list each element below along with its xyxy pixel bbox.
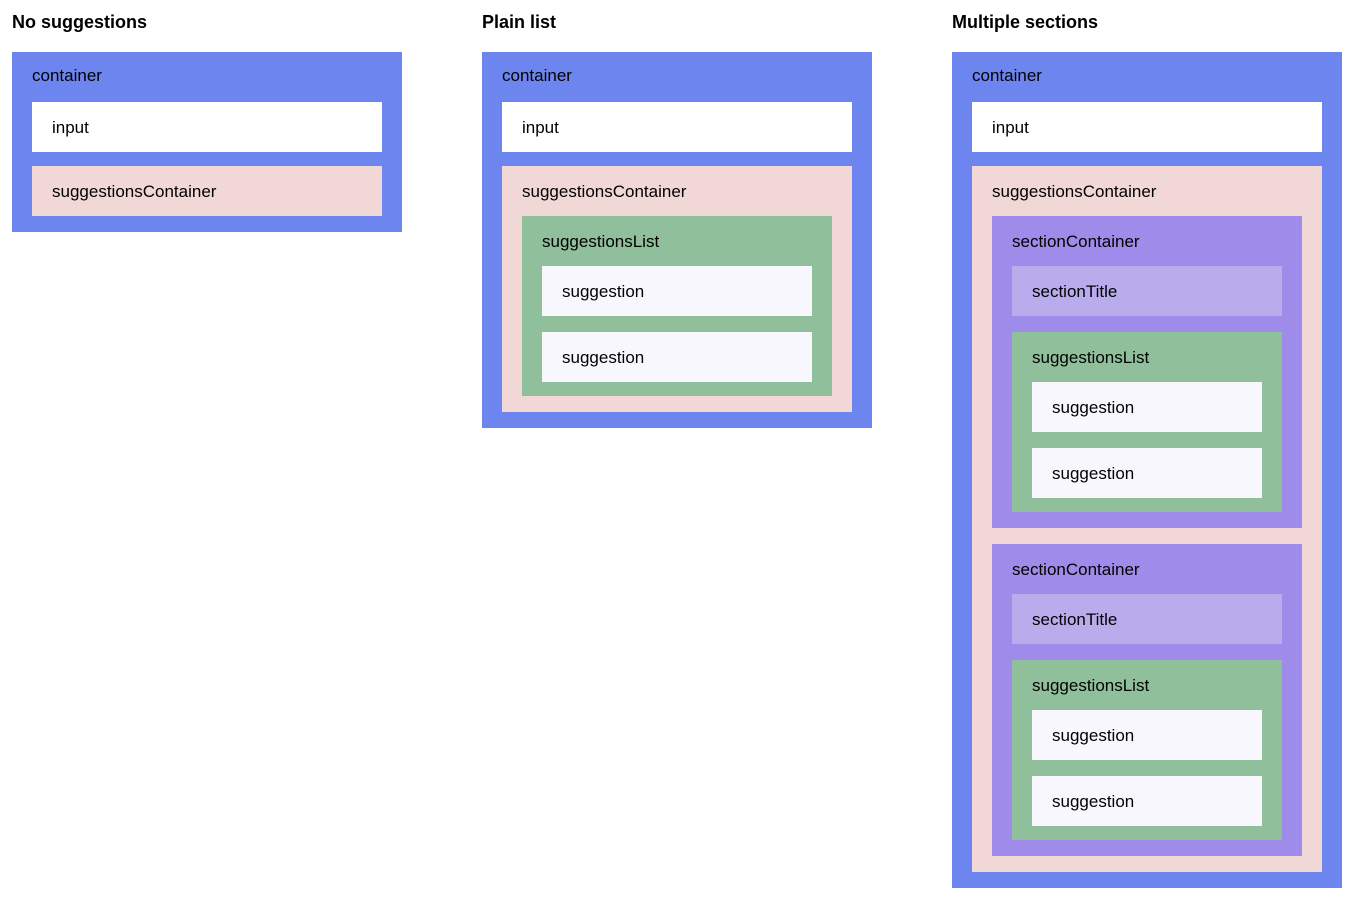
container-box: container input suggestionsContainer sug… (482, 52, 872, 428)
section-container-box: sectionContainer sectionTitle suggestion… (992, 216, 1302, 528)
container-label: container (32, 66, 102, 85)
input-box: input (32, 102, 382, 152)
section-container-label: sectionContainer (1012, 560, 1140, 579)
suggestions-container-box: suggestionsContainer suggestionsList sug… (502, 166, 852, 412)
suggestion-label: suggestion (1052, 792, 1135, 811)
input-label: input (522, 118, 559, 137)
suggestion-box: suggestion (1032, 710, 1262, 760)
section-title-label: sectionTitle (1032, 282, 1118, 301)
section-container-box: sectionContainer sectionTitle suggestion… (992, 544, 1302, 856)
suggestions-container-box: suggestionsContainer sectionContainer se… (972, 166, 1322, 872)
suggestions-container-box: suggestionsContainer (32, 166, 382, 216)
suggestions-container-label: suggestionsContainer (52, 182, 217, 201)
suggestion-box: suggestion (1032, 382, 1262, 432)
suggestion-label: suggestion (1052, 398, 1135, 417)
suggestion-box: suggestion (542, 332, 812, 382)
section-title-box: sectionTitle (1012, 594, 1282, 644)
suggestions-list-box: suggestionsList suggestion suggestion (1012, 332, 1282, 512)
container-box: container input suggestionsContainer sec… (952, 52, 1342, 888)
column-heading: No suggestions (12, 12, 148, 32)
suggestions-list-label: suggestionsList (1032, 676, 1150, 695)
suggestion-label: suggestion (562, 282, 645, 301)
suggestion-box: suggestion (1032, 448, 1262, 498)
container-label: container (502, 66, 572, 85)
suggestions-container-label: suggestionsContainer (992, 182, 1157, 201)
suggestion-box: suggestion (1032, 776, 1262, 826)
input-label: input (52, 118, 89, 137)
column-heading: Multiple sections (952, 12, 1099, 32)
section-container-label: sectionContainer (1012, 232, 1140, 251)
suggestions-container-label: suggestionsContainer (522, 182, 687, 201)
input-box: input (502, 102, 852, 152)
suggestions-list-label: suggestionsList (1032, 348, 1150, 367)
suggestion-label: suggestion (562, 348, 645, 367)
suggestions-list-box: suggestionsList suggestion suggestion (522, 216, 832, 396)
section-title-label: sectionTitle (1032, 610, 1118, 629)
section-title-box: sectionTitle (1012, 266, 1282, 316)
suggestion-label: suggestion (1052, 726, 1135, 745)
suggestions-list-box: suggestionsList suggestion suggestion (1012, 660, 1282, 840)
suggestion-label: suggestion (1052, 464, 1135, 483)
input-box: input (972, 102, 1322, 152)
column-heading: Plain list (482, 12, 557, 32)
input-label: input (992, 118, 1029, 137)
container-label: container (972, 66, 1042, 85)
suggestions-list-label: suggestionsList (542, 232, 660, 251)
suggestion-box: suggestion (542, 266, 812, 316)
container-box: container input suggestionsContainer (12, 52, 402, 232)
